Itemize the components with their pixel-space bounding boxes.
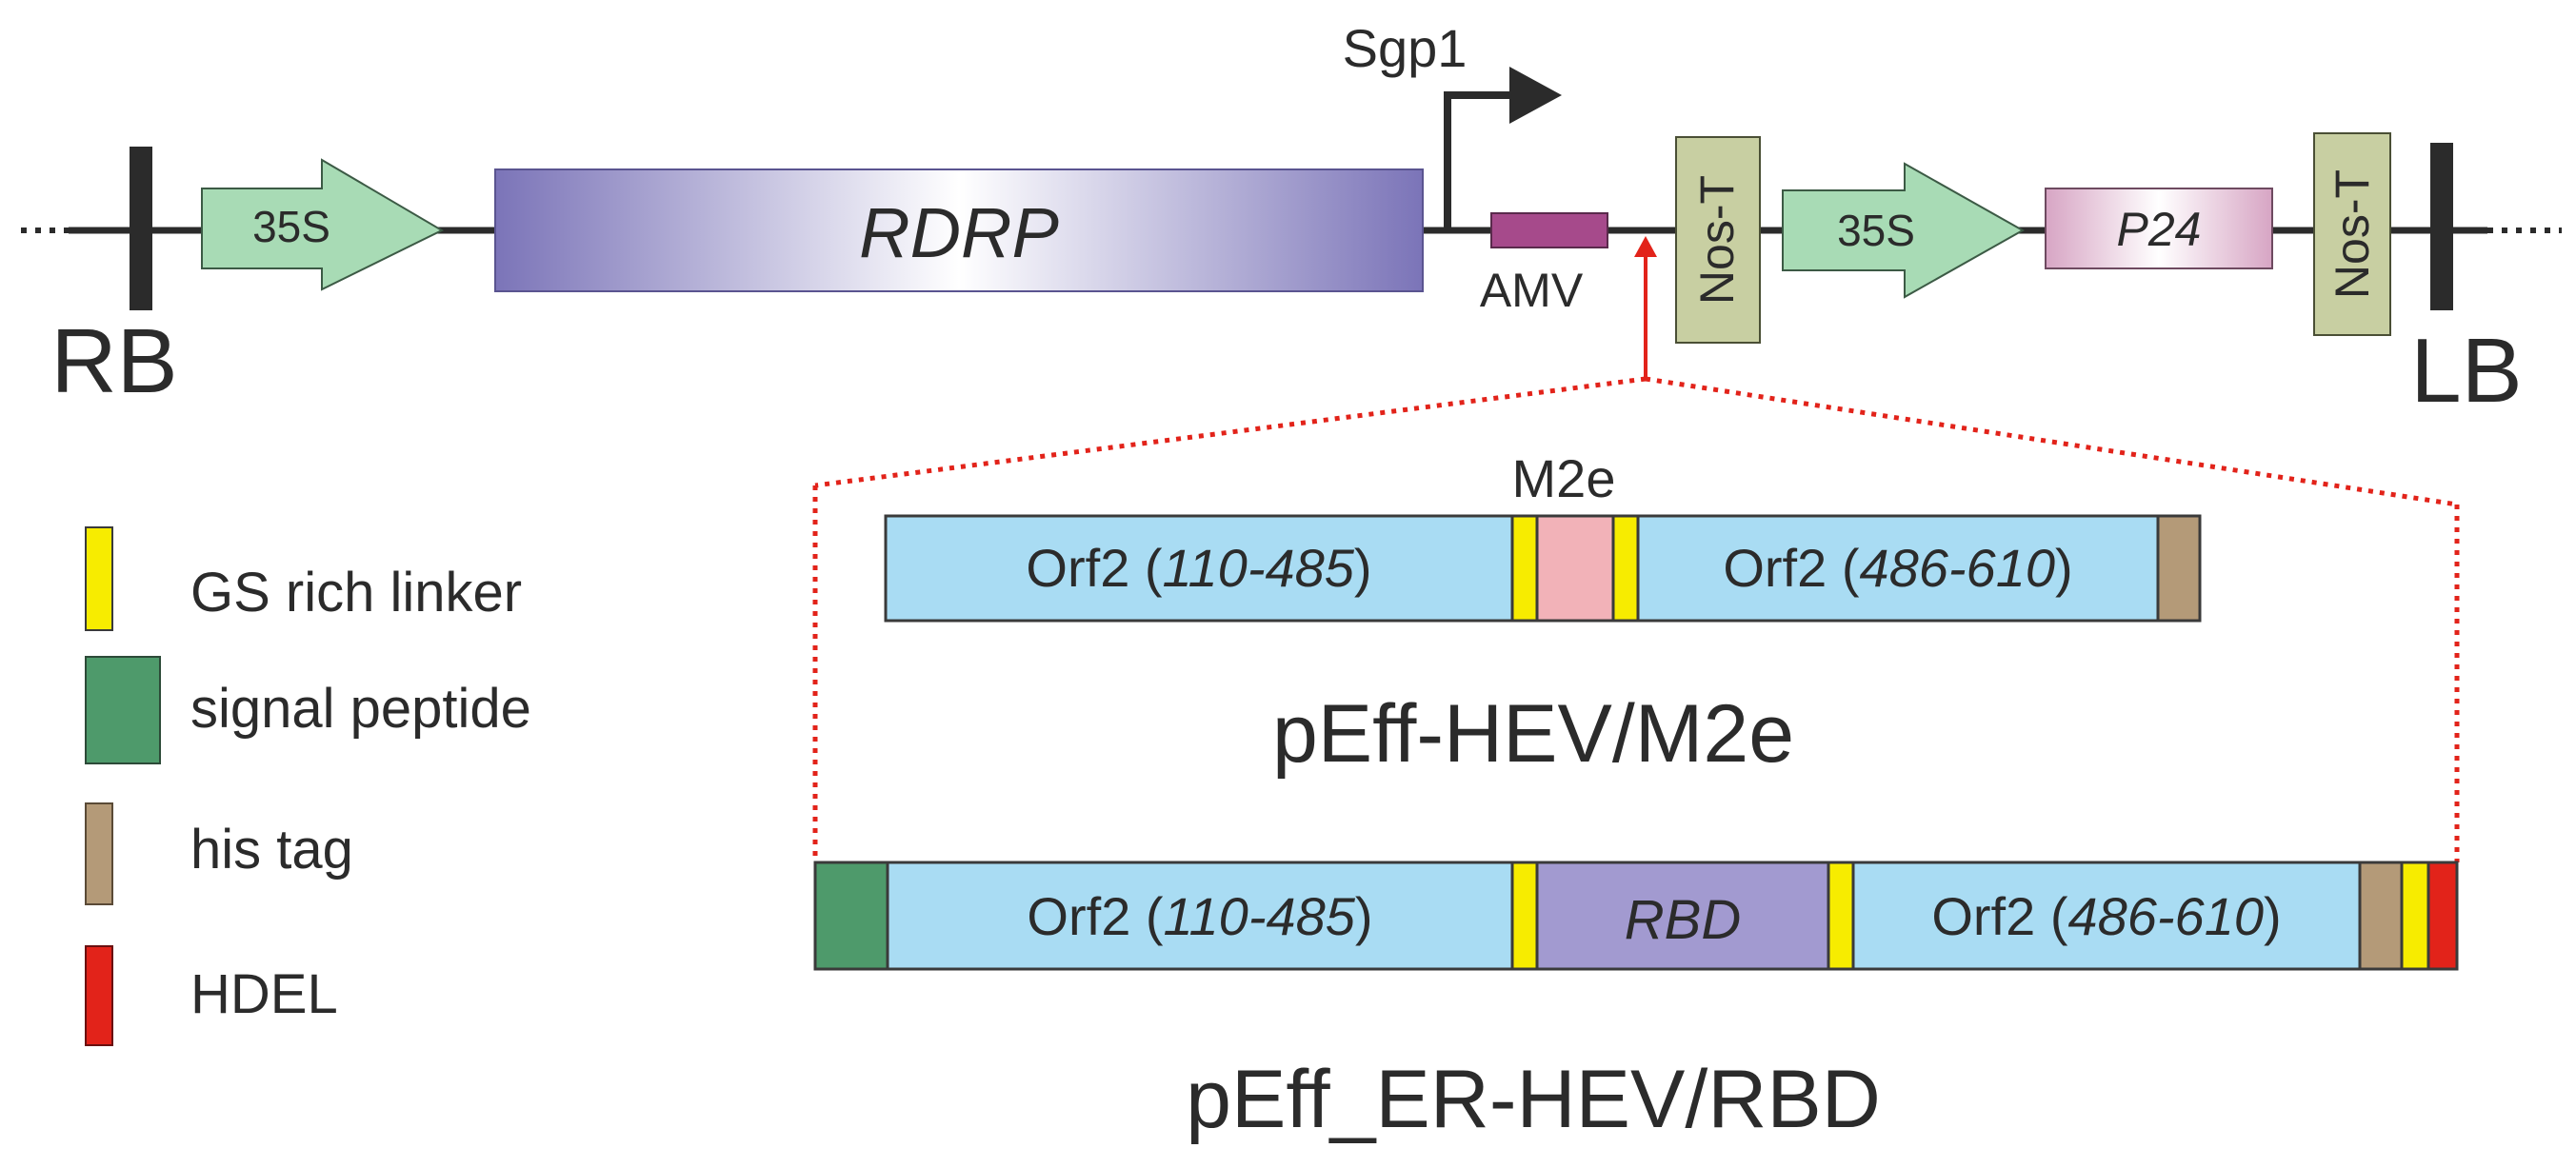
insertion-site-arrow-head-icon: [1634, 236, 1657, 257]
insert-rbd-name: pEff_ER-HEV/RBD: [1186, 1054, 1881, 1145]
rbd-linker-b: [1827, 861, 1855, 971]
legend-swatch-hdel: [85, 945, 113, 1046]
construct-map: RB 35S RDRP Sgp1 AMV Nos-T 35S P24 Nos-T…: [21, 18, 2562, 422]
promoter-35s-label-2: 35S: [1837, 206, 1915, 255]
left-border-label: LB: [2410, 320, 2522, 422]
p24-label: P24: [2117, 203, 2202, 256]
nos-terminator-box-2: [2313, 132, 2391, 336]
nos-terminator-label-2: Nos-T: [2326, 169, 2379, 299]
rbd-his-tag-segment: [2358, 861, 2404, 971]
zoom-line-left-diagonal: [814, 376, 1647, 488]
promoter-35s-arrow-1: [201, 158, 445, 291]
rbd-domain-label: RBD: [1625, 889, 1741, 951]
rdrp-gene-box: [494, 168, 1424, 292]
legend-label-linker: GS rich linker: [190, 562, 522, 624]
nos-terminator-box-1: [1675, 136, 1761, 344]
sgp1-label: Sgp1: [1343, 18, 1468, 78]
rbd-orf2-segment-a: [886, 861, 1514, 971]
rbd-linker-c: [2400, 861, 2430, 971]
legend-item-his-tag: his tag: [85, 802, 353, 905]
m2e-orf2-label-a: Orf2 (110-485): [1026, 538, 1371, 598]
m2e-linker-b: [1611, 514, 1640, 623]
m2e-his-tag-segment: [2156, 514, 2202, 623]
left-border-marker: [2430, 143, 2453, 310]
rbd-hdel-segment: [2426, 861, 2459, 971]
insert-m2e-name: pEff-HEV/M2e: [1272, 688, 1794, 780]
amv-label: AMV: [1480, 264, 1584, 317]
legend-swatch-his-tag: [85, 802, 113, 905]
rbd-linker-a: [1510, 861, 1539, 971]
legend-item-linker: GS rich linker: [85, 526, 522, 631]
legend-item-hdel: HDEL: [85, 945, 338, 1046]
legend-label-his-tag: his tag: [190, 819, 353, 881]
insert-rbd-construct: Orf2 (110-485) RBD Orf2 (486-610) pEff_E…: [813, 861, 2459, 1145]
p24-gene-box: [2045, 188, 2273, 269]
rbd-orf2-segment-b: [1851, 861, 2362, 971]
legend-label-hdel: HDEL: [190, 963, 338, 1025]
sgp1-arrow-head-icon: [1509, 67, 1562, 124]
m2e-epitope-segment: [1535, 514, 1615, 623]
zoom-line-right-diagonal: [1645, 376, 2458, 507]
m2e-epitope-label: M2e: [1512, 448, 1616, 508]
legend: GS rich linker signal peptide his tag HD…: [85, 526, 531, 1046]
legend-item-signal-peptide: signal peptide: [85, 656, 531, 764]
promoter-35s-arrow-2: [1782, 162, 2026, 299]
legend-swatch-linker: [85, 526, 113, 631]
m2e-orf2-label-b: Orf2 (486-610): [1723, 538, 2072, 598]
rbd-orf2-label-a: Orf2 (110-485): [1027, 886, 1372, 946]
legend-swatch-signal-peptide: [85, 656, 161, 764]
insertion-zoom-lines: [812, 236, 2460, 862]
m2e-linker-a: [1510, 514, 1539, 623]
sgp1-promoter-arrow: [1444, 91, 1514, 230]
rbd-domain-segment: [1535, 861, 1830, 971]
legend-label-signal-peptide: signal peptide: [190, 678, 531, 740]
right-border-marker: [130, 147, 152, 310]
nos-terminator-label-1: Nos-T: [1690, 175, 1744, 305]
rbd-orf2-label-b: Orf2 (486-610): [1931, 886, 2281, 946]
amv-leader-box: [1490, 212, 1608, 248]
right-border-label: RB: [50, 310, 177, 412]
rdrp-label: RDRP: [859, 193, 1059, 272]
rbd-signal-peptide-segment: [813, 861, 889, 971]
promoter-35s-label-1: 35S: [252, 202, 330, 251]
insert-m2e-construct: Orf2 (110-485) Orf2 (486-610) M2e pEff-H…: [884, 448, 2202, 780]
